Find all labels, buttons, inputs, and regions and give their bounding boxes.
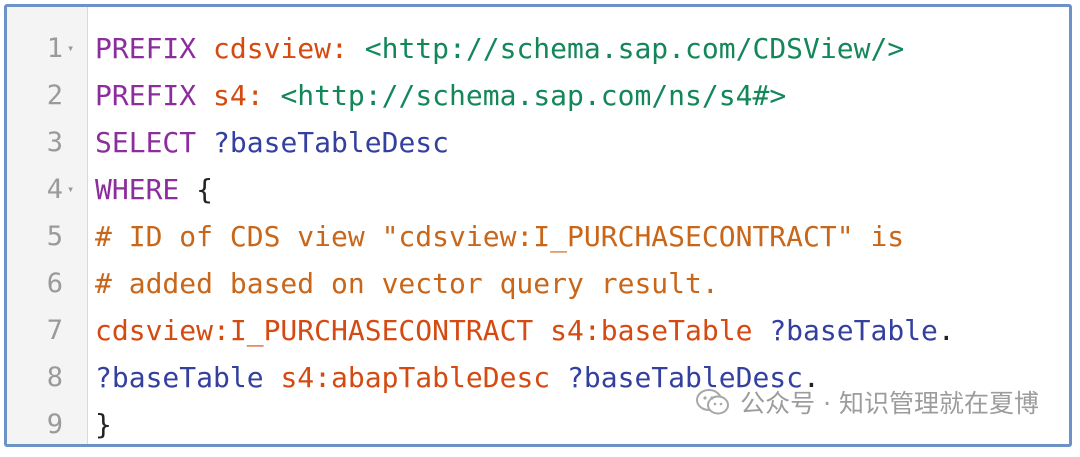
code-token-uri: <http://schema.sap.com/ns/s4#> bbox=[280, 79, 787, 112]
code-token-var: ?baseTable bbox=[769, 314, 938, 347]
line-number: 6 bbox=[46, 268, 63, 299]
fold-arrow-icon[interactable]: ▾ bbox=[67, 182, 75, 196]
code-text: PREFIX cdsview: <http://schema.sap.com/C… bbox=[95, 25, 904, 72]
line-number: 8 bbox=[46, 362, 63, 393]
watermark-text: 公众号 · 知识管理就在夏博 bbox=[740, 389, 1039, 418]
code-token-pf: s4:baseTable bbox=[550, 314, 770, 347]
code-text: cdsview:I_PURCHASECONTRACT s4:baseTable … bbox=[95, 307, 955, 354]
line-number: 5 bbox=[46, 221, 63, 252]
code-token-kw: SELECT bbox=[95, 126, 214, 159]
code-token-pl: { bbox=[196, 173, 214, 206]
code-line[interactable]: 8 ?baseTable s4:abapTableDesc ?baseTableD… bbox=[7, 354, 1069, 401]
line-number: 7 bbox=[46, 315, 63, 346]
code-line[interactable]: 1 ▾ PREFIX cdsview: <http://schema.sap.com… bbox=[7, 25, 1069, 72]
code-token-kw: PREFIX bbox=[95, 32, 214, 65]
code-text: # added based on vector query result. bbox=[95, 260, 719, 307]
code-text: } bbox=[95, 401, 112, 444]
code-text: ?baseTable s4:abapTableDesc ?baseTableDe… bbox=[95, 354, 820, 401]
code-token-kw: PREFIX bbox=[95, 79, 214, 112]
code-token-pf: s4:abapTableDesc bbox=[280, 361, 568, 394]
code-text: # ID of CDS view "cdsview:I_PURCHASECONT… bbox=[95, 213, 904, 260]
code-line[interactable]: 2 PREFIX s4: <http://schema.sap.com/ns/s4… bbox=[7, 72, 1069, 119]
code-text: SELECT ?baseTableDesc bbox=[95, 119, 449, 166]
code-line[interactable]: 5 # ID of CDS view "cdsview:I_PURCHASECON… bbox=[7, 213, 1069, 260]
code-token-pf: s4: bbox=[213, 79, 281, 112]
line-number: 1 bbox=[46, 33, 63, 64]
code-token-pl: . bbox=[803, 361, 820, 394]
code-line[interactable]: 7 cdsview:I_PURCHASECONTRACT s4:baseTable… bbox=[7, 307, 1069, 354]
wechat-icon bbox=[696, 389, 730, 415]
code-text: PREFIX s4: <http://schema.sap.com/ns/s4#… bbox=[95, 72, 786, 119]
code-line[interactable]: 4 ▾ WHERE { bbox=[7, 166, 1069, 213]
code-token-kw: WHERE bbox=[95, 173, 197, 206]
code-line[interactable]: 6 # added based on vector query result. bbox=[7, 260, 1069, 307]
code-editor[interactable]: 1 ▾ PREFIX cdsview: <http://schema.sap.com… bbox=[4, 4, 1072, 447]
code-token-cm: # added based on vector query result. bbox=[95, 267, 719, 300]
code-token-var: ?baseTableDesc bbox=[213, 126, 450, 159]
code-token-pl: . bbox=[937, 314, 955, 347]
code-token-pf: cdsview: bbox=[213, 32, 365, 65]
line-number-gutter bbox=[7, 7, 88, 444]
line-number: 3 bbox=[46, 127, 63, 158]
fold-arrow-icon[interactable]: ▾ bbox=[67, 41, 75, 55]
code-token-pf: cdsview:I_PURCHASECONTRACT bbox=[95, 314, 551, 347]
code-token-uri: <http://schema.sap.com/CDSView/> bbox=[364, 32, 905, 65]
watermark: 公众号 · 知识管理就在夏博 bbox=[696, 384, 1039, 420]
code-token-var: ?baseTableDesc bbox=[567, 361, 804, 394]
line-number: 9 bbox=[46, 409, 63, 440]
code-token-pl: } bbox=[95, 408, 112, 441]
code-token-var: ?baseTable bbox=[95, 361, 281, 394]
line-number: 2 bbox=[46, 80, 63, 111]
code-lines: 1 ▾ PREFIX cdsview: <http://schema.sap.com… bbox=[7, 25, 1069, 444]
code-line[interactable]: 9} bbox=[7, 401, 1069, 444]
code-line[interactable]: 3 SELECT ?baseTableDesc bbox=[7, 119, 1069, 166]
code-token-cm: # ID of CDS view "cdsview:I_PURCHASECONT… bbox=[95, 220, 905, 253]
code-text: WHERE { bbox=[95, 166, 213, 213]
line-number: 4 bbox=[46, 174, 63, 205]
